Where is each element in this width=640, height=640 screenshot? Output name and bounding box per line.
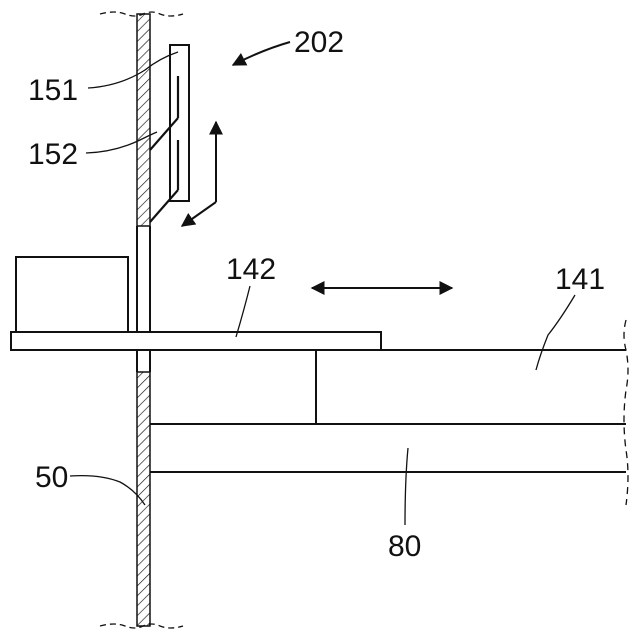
label-50: 50 — [35, 461, 68, 494]
label-151: 151 — [28, 74, 78, 107]
label-142: 142 — [226, 253, 276, 286]
plate-142 — [11, 332, 381, 350]
label-141: 141 — [555, 263, 605, 296]
pointer-arrow-202 — [233, 42, 290, 65]
label-80: 80 — [388, 530, 421, 563]
box-on-plate — [16, 257, 128, 332]
label-202: 202 — [294, 26, 344, 59]
rail-141 — [150, 350, 626, 424]
right-break-line — [624, 320, 628, 505]
motion-arrow-vertical — [182, 122, 216, 226]
label-152: 152 — [28, 138, 78, 171]
